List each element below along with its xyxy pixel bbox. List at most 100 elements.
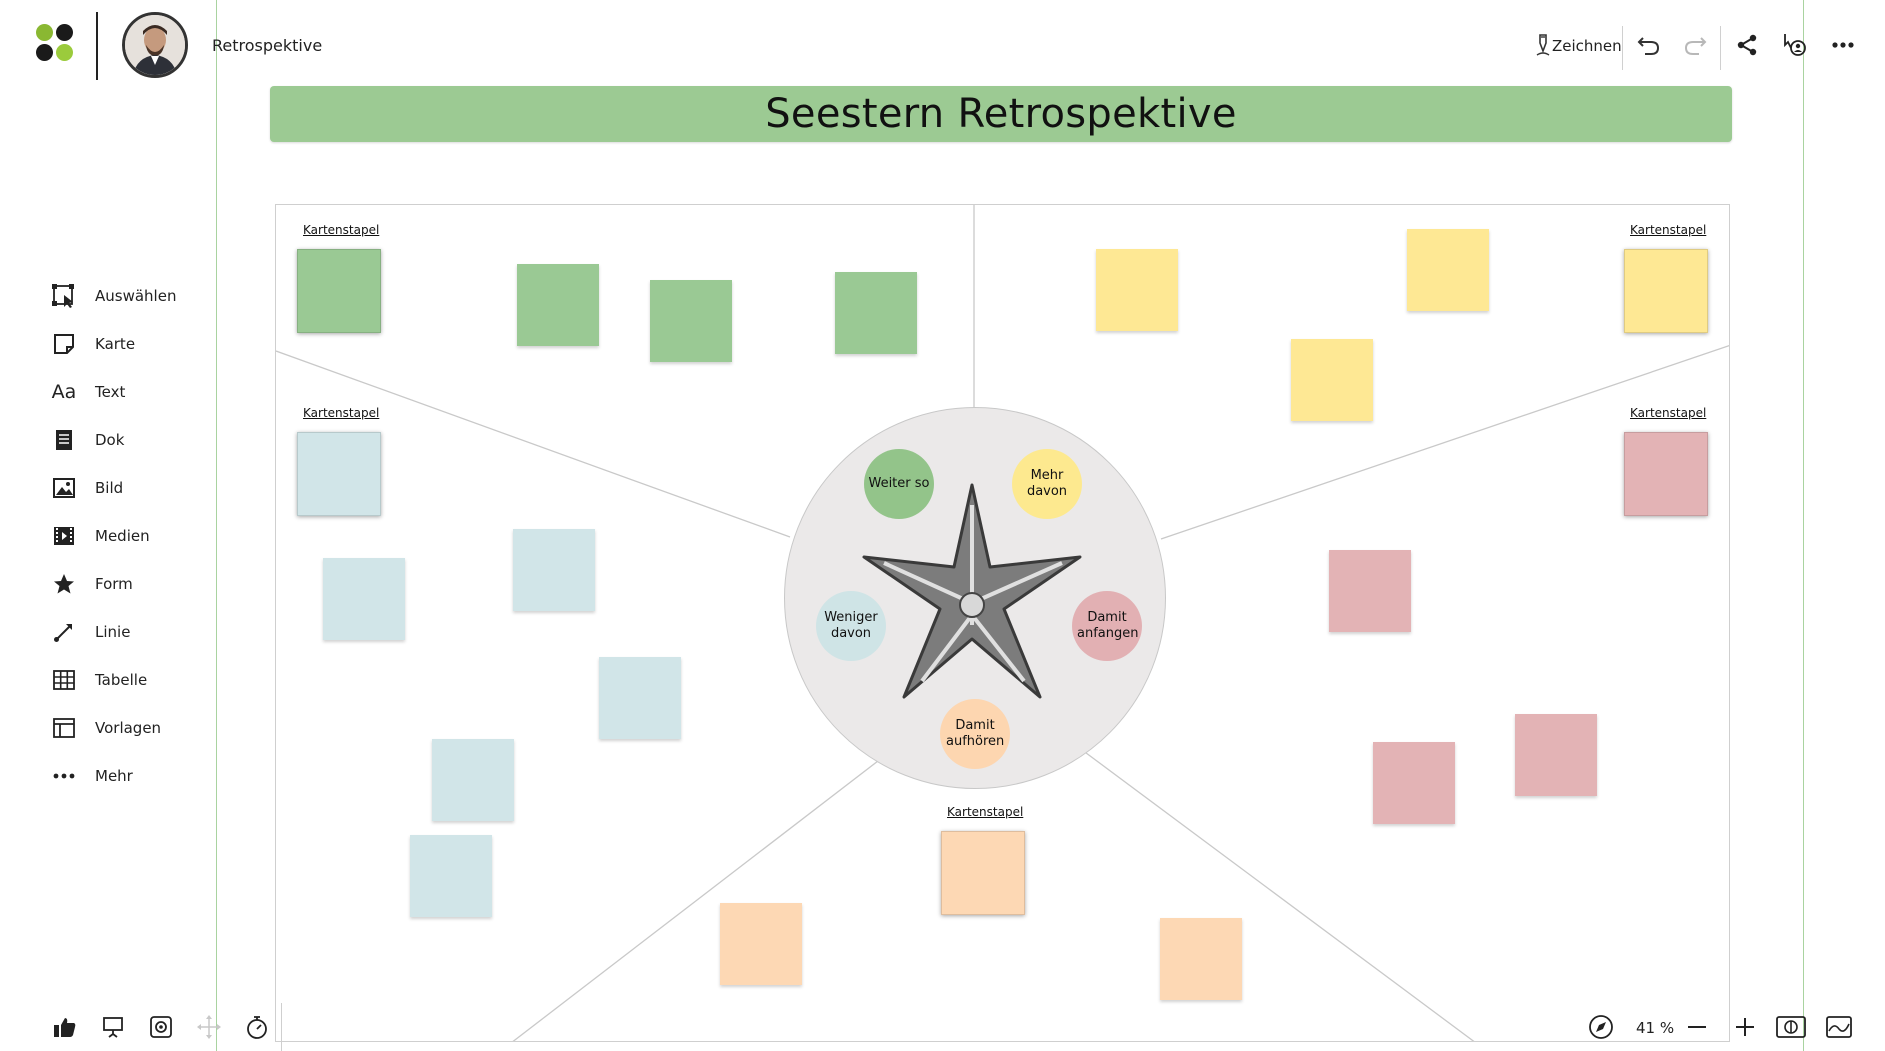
right-guide-line [1803, 0, 1804, 1051]
tool-select[interactable]: Auswählen [50, 282, 176, 310]
redo-icon[interactable] [1680, 30, 1710, 60]
category-label: Mehr davon [1026, 468, 1068, 499]
tool-label: Karte [95, 335, 136, 353]
tool-label: Text [95, 383, 126, 401]
sticky-note[interactable] [599, 657, 681, 739]
card-stack[interactable] [1624, 249, 1708, 333]
board-name[interactable]: Retrospektive [212, 36, 323, 55]
card-stack-label: Kartenstapel [1630, 223, 1707, 237]
sticky-note[interactable] [720, 903, 802, 985]
document-icon [50, 426, 78, 454]
category-start: Damit anfangen [1072, 591, 1142, 661]
card-stack[interactable] [1624, 432, 1708, 516]
card-stack-label: Kartenstapel [303, 406, 380, 420]
more-icon [50, 762, 78, 790]
card-stack[interactable] [297, 249, 381, 333]
minimap-icon[interactable] [1824, 1012, 1854, 1042]
navigation-compass-icon[interactable] [1586, 1012, 1616, 1042]
text-icon: Aa [51, 381, 77, 403]
tool-label: Form [95, 575, 133, 593]
timer-icon[interactable] [242, 1012, 272, 1042]
follow-user-icon[interactable] [1780, 30, 1810, 60]
tool-shape[interactable]: Form [50, 570, 133, 598]
tool-table[interactable]: Tabelle [50, 666, 147, 694]
sticky-note[interactable] [1160, 918, 1242, 1000]
category-label: Damit anfangen [1077, 610, 1139, 641]
tool-label: Auswählen [95, 287, 177, 305]
tool-label: Mehr [95, 767, 133, 785]
starfish-icon [862, 483, 1082, 699]
tool-image[interactable]: Bild [50, 474, 123, 502]
zoom-in-icon[interactable] [1730, 1012, 1760, 1042]
app-logo[interactable] [36, 24, 76, 64]
zoom-level: 41 % [1636, 1019, 1675, 1037]
toolbar-separator [1622, 26, 1623, 70]
sticky-note[interactable] [1515, 714, 1597, 796]
sticky-note[interactable] [835, 272, 917, 354]
card-stack[interactable] [941, 831, 1025, 915]
tool-label: Tabelle [95, 671, 148, 689]
draw-pen-icon[interactable] [1528, 30, 1558, 60]
sticky-note[interactable] [513, 529, 595, 611]
zoom-out-icon[interactable] [1682, 1012, 1712, 1042]
tool-more[interactable]: Mehr [50, 762, 133, 790]
undo-icon[interactable] [1634, 30, 1664, 60]
tool-card[interactable]: Karte [50, 330, 135, 358]
media-icon [50, 522, 78, 550]
tool-text[interactable]: Aa Text [50, 378, 126, 406]
sticky-note[interactable] [1291, 339, 1373, 421]
more-options-icon[interactable] [1828, 30, 1858, 60]
category-more: Mehr davon [1012, 449, 1082, 519]
tool-label: Linie [95, 623, 131, 641]
card-icon [50, 330, 78, 358]
avatar[interactable] [122, 12, 188, 78]
tool-label: Dok [95, 431, 125, 449]
tool-templates[interactable]: Vorlagen [50, 714, 161, 742]
sticky-note[interactable] [1407, 229, 1489, 311]
line-icon [50, 618, 78, 646]
board-title: Seestern Retrospektive [765, 91, 1237, 137]
focus-icon[interactable] [146, 1012, 176, 1042]
image-icon [50, 474, 78, 502]
category-label: Damit aufhören [946, 718, 1005, 749]
section-divider-lines [276, 205, 1729, 1041]
sticky-note[interactable] [1373, 742, 1455, 824]
table-icon [50, 666, 78, 694]
select-icon [50, 282, 78, 310]
fit-to-screen-icon[interactable] [1776, 1012, 1806, 1042]
sticky-note[interactable] [1096, 249, 1178, 331]
tool-label: Medien [95, 527, 150, 545]
sticky-note[interactable] [432, 739, 514, 821]
left-guide-line [216, 0, 217, 1051]
category-label: Weniger davon [824, 610, 878, 641]
presentation-icon[interactable] [98, 1012, 128, 1042]
sticky-note[interactable] [517, 264, 599, 346]
star-shape-icon [50, 570, 78, 598]
tool-media[interactable]: Medien [50, 522, 150, 550]
tool-label: Bild [95, 479, 124, 497]
card-stack-label: Kartenstapel [947, 805, 1024, 819]
category-keep: Weiter so [864, 449, 934, 519]
header-divider [96, 12, 98, 80]
templates-icon [50, 714, 78, 742]
card-stack-label: Kartenstapel [1630, 406, 1707, 420]
category-stop: Damit aufhören [940, 699, 1010, 769]
tool-label: Vorlagen [95, 719, 162, 737]
move-icon[interactable] [194, 1012, 224, 1042]
card-stack[interactable] [297, 432, 381, 516]
sticky-note[interactable] [323, 558, 405, 640]
draw-button-label[interactable]: Zeichnen [1552, 37, 1622, 55]
toolbar-separator [1720, 26, 1721, 70]
sticky-note[interactable] [650, 280, 732, 362]
bottom-separator [281, 1003, 282, 1051]
share-icon[interactable] [1732, 30, 1762, 60]
title-banner[interactable]: Seestern Retrospektive [270, 86, 1732, 142]
category-less: Weniger davon [816, 591, 886, 661]
sticky-note[interactable] [410, 835, 492, 917]
category-label: Weiter so [868, 476, 930, 491]
retrospective-board[interactable]: Weiter so Mehr davon Weniger davon Damit… [275, 204, 1730, 1042]
sticky-note[interactable] [1329, 550, 1411, 632]
tool-doc[interactable]: Dok [50, 426, 124, 454]
tool-line[interactable]: Linie [50, 618, 130, 646]
like-icon[interactable] [50, 1012, 80, 1042]
